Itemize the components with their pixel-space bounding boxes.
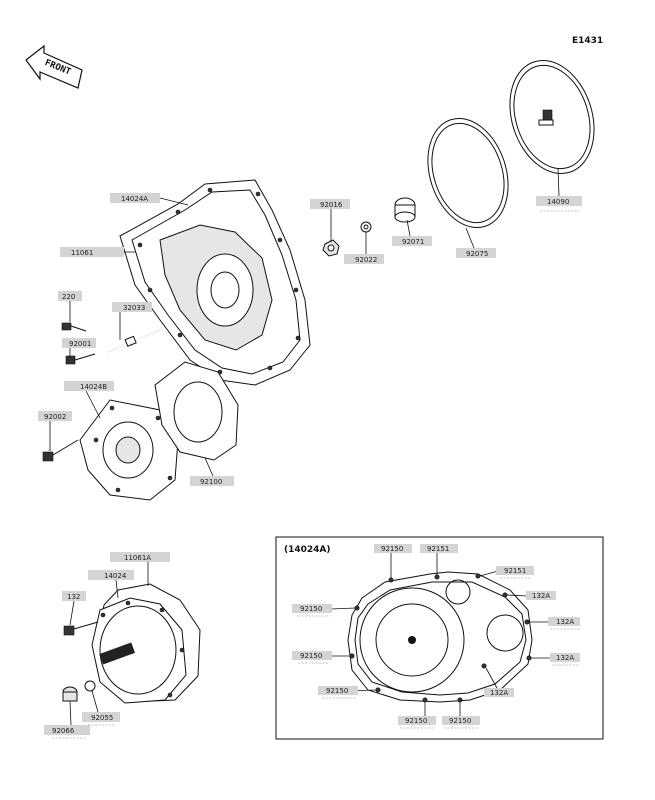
- inset-label-92150-left-1: 92150: [292, 604, 332, 613]
- svg-text:92075: 92075: [466, 250, 488, 258]
- part-92022: [360, 221, 372, 233]
- label-92002: 92002: [38, 411, 72, 421]
- svg-text:92055: 92055: [91, 714, 113, 722]
- label-14024B: 14024B: [64, 381, 114, 391]
- inset-label-92150-left-2: 92150: [292, 651, 332, 660]
- label-11061A: 11061A: [110, 552, 170, 562]
- svg-text:132A: 132A: [490, 689, 508, 697]
- inset-medium-circle: [486, 614, 524, 652]
- inset-small-circle: [445, 579, 471, 605]
- inset-14024A: (14024A): [275, 536, 604, 740]
- plug-92066: [62, 686, 78, 702]
- inset-cover-outline: [347, 571, 533, 703]
- part-92071: [394, 197, 416, 223]
- label-92066: 92066: [44, 725, 90, 735]
- inset-label-92151-right: 92151: [496, 566, 534, 575]
- svg-text:11061: 11061: [71, 249, 93, 257]
- inset-label-132A-2: 132A: [548, 617, 580, 626]
- svg-text:92150: 92150: [405, 717, 427, 725]
- label-14090: 14090: [536, 196, 582, 206]
- gasket-92100: [154, 361, 239, 461]
- svg-text:132A: 132A: [532, 592, 550, 600]
- svg-text:92016: 92016: [320, 201, 343, 209]
- inset-label-92150-bottom-1: 92150: [398, 716, 436, 725]
- svg-text:92066: 92066: [52, 727, 75, 735]
- inset-label-92150-bottom-2: 92150: [442, 716, 480, 725]
- bolt-220: [61, 322, 87, 332]
- svg-text:14024A: 14024A: [121, 195, 148, 203]
- cover-14024: [91, 597, 187, 704]
- label-220: 220: [58, 291, 82, 301]
- svg-text:32033: 32033: [123, 304, 145, 312]
- label-14024A-top: 14024A: [110, 193, 160, 203]
- label-132: 132: [62, 591, 86, 601]
- svg-text:92002: 92002: [44, 413, 66, 421]
- svg-text:92022: 92022: [355, 256, 377, 264]
- cover-14024B: [79, 399, 179, 501]
- svg-text:92151: 92151: [427, 545, 449, 553]
- svg-text:14024B: 14024B: [80, 383, 107, 391]
- inset-label-132A-1: 132A: [526, 591, 556, 600]
- diagram-code: E1431: [572, 36, 603, 46]
- svg-text:92150: 92150: [300, 605, 322, 613]
- inset-label-132A-3: 132A: [550, 653, 580, 662]
- label-32033: 32033: [112, 302, 152, 312]
- svg-text:132A: 132A: [556, 654, 574, 662]
- bolt-92001: [65, 353, 96, 365]
- front-arrow-icon: FRONT: [25, 44, 83, 89]
- svg-text:92151: 92151: [504, 567, 526, 575]
- label-92022: 92022: [344, 254, 384, 264]
- label-92055: 92055: [82, 712, 120, 722]
- inset-label-92150-top: 92150: [374, 544, 412, 553]
- svg-text:220: 220: [62, 293, 75, 301]
- part-92016: [322, 239, 340, 257]
- inset-title: (14024A): [284, 545, 331, 555]
- label-14024: 14024: [88, 570, 134, 580]
- plug-14090: [542, 109, 553, 121]
- label-92016: 92016: [310, 199, 350, 209]
- label-92075: 92075: [456, 248, 496, 258]
- pipe-32033: [107, 329, 161, 353]
- svg-text:92150: 92150: [300, 652, 322, 660]
- svg-text:92150: 92150: [449, 717, 471, 725]
- svg-text:11061A: 11061A: [124, 554, 151, 562]
- label-92071: 92071: [392, 236, 432, 246]
- leader-lines: [49, 167, 560, 726]
- svg-text:92100: 92100: [200, 478, 222, 486]
- label-11061: 11061: [60, 247, 124, 257]
- svg-text:92150: 92150: [326, 687, 348, 695]
- inset-large-circle: [359, 587, 465, 693]
- inset-label-132A-4: 132A: [484, 688, 514, 697]
- svg-text:132: 132: [67, 593, 80, 601]
- bolt-132: [63, 621, 99, 636]
- svg-text:92001: 92001: [69, 340, 91, 348]
- svg-text:92150: 92150: [381, 545, 403, 553]
- label-92100: 92100: [190, 476, 234, 486]
- ring-14090: [509, 59, 595, 175]
- inset-label-92151-top: 92151: [420, 544, 458, 553]
- inset-label-92150-left-3: 92150: [318, 686, 358, 695]
- bolt-92002: [42, 439, 79, 462]
- svg-text:14090: 14090: [547, 198, 569, 206]
- ring-92075: [427, 117, 509, 229]
- svg-text:14024: 14024: [104, 572, 127, 580]
- svg-text:92071: 92071: [402, 238, 424, 246]
- label-92001: 92001: [62, 338, 96, 348]
- oring-92055: [84, 680, 96, 692]
- crankcase-cover-14024A: [119, 179, 311, 386]
- svg-text:132A: 132A: [556, 618, 574, 626]
